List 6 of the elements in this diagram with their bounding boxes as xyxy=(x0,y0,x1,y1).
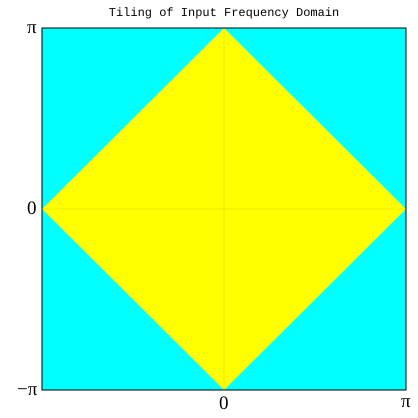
axis-tick-label: 0 xyxy=(27,199,36,219)
axis-tick-label: 0 xyxy=(219,394,228,414)
axis-tick-label: −π xyxy=(17,380,38,400)
axis-tick-label: π xyxy=(401,392,411,412)
chart-title: Tiling of Input Frequency Domain xyxy=(108,6,340,20)
axis-tick-label: π xyxy=(27,18,37,38)
